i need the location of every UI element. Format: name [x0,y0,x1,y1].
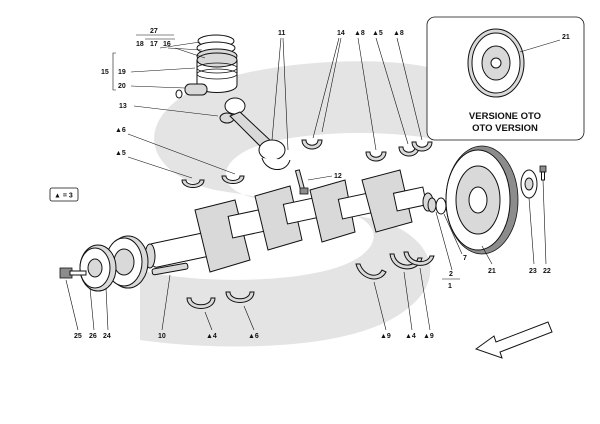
label-23: 23 [529,268,537,275]
label-19: 19 [118,69,126,76]
inset-part-label: 21 [562,34,570,41]
label-t9a: ▲9 [380,333,391,340]
label-7: 7 [463,255,467,262]
label-22: 22 [543,268,551,275]
label-18: 18 [136,41,144,48]
label-27: 27 [150,28,158,35]
label-16: 16 [163,41,171,48]
flywheel [445,145,519,255]
label-t4b: ▲4 [405,333,416,340]
inset-title-it: VERSIONE OTO [469,111,541,122]
legend-text: ▲ = 3 [54,193,73,200]
flywheel-plate [520,169,538,199]
inset-oto-version: 21 VERSIONE OTO OTO VERSION [426,16,585,141]
label-25: 25 [74,333,82,340]
inset-flywheel [467,28,525,98]
key-part-10 [151,262,189,276]
vibration-damper [79,244,117,292]
bearing-shells-upper [181,139,433,188]
label-1: 1 [448,283,452,290]
label-11: 11 [278,30,286,37]
label-t8b: ▲8 [393,30,404,37]
label-26: 26 [89,333,97,340]
label-t6b: ▲6 [248,333,259,340]
label-t5b: ▲5 [115,150,126,157]
label-13: 13 [119,103,127,110]
label-12: 12 [334,173,342,180]
label-14: 14 [337,30,345,37]
label-t9b: ▲9 [423,333,434,340]
connecting-rod [219,97,291,170]
label-17: 17 [150,41,158,48]
label-t6a: ▲6 [115,127,126,134]
arrow-icon [474,321,553,359]
label-2: 2 [449,271,453,278]
label-15: 15 [101,69,109,76]
label-20: 20 [118,83,126,90]
label-t8a: ▲8 [354,30,365,37]
rod-bolt [294,169,309,195]
spigot-bushes [427,197,447,215]
legend-box: ▲ = 3 [49,187,79,202]
label-t5a: ▲5 [372,30,383,37]
label-24: 24 [103,333,111,340]
flywheel-bolt [539,165,547,181]
inset-title-en: OTO VERSION [472,123,538,134]
pulley-bolt [59,267,87,279]
label-10: 10 [158,333,166,340]
label-t4a: ▲4 [206,333,217,340]
piston-assembly [175,34,238,99]
bearing-shells-lower [186,251,435,309]
label-21: 21 [488,268,496,275]
